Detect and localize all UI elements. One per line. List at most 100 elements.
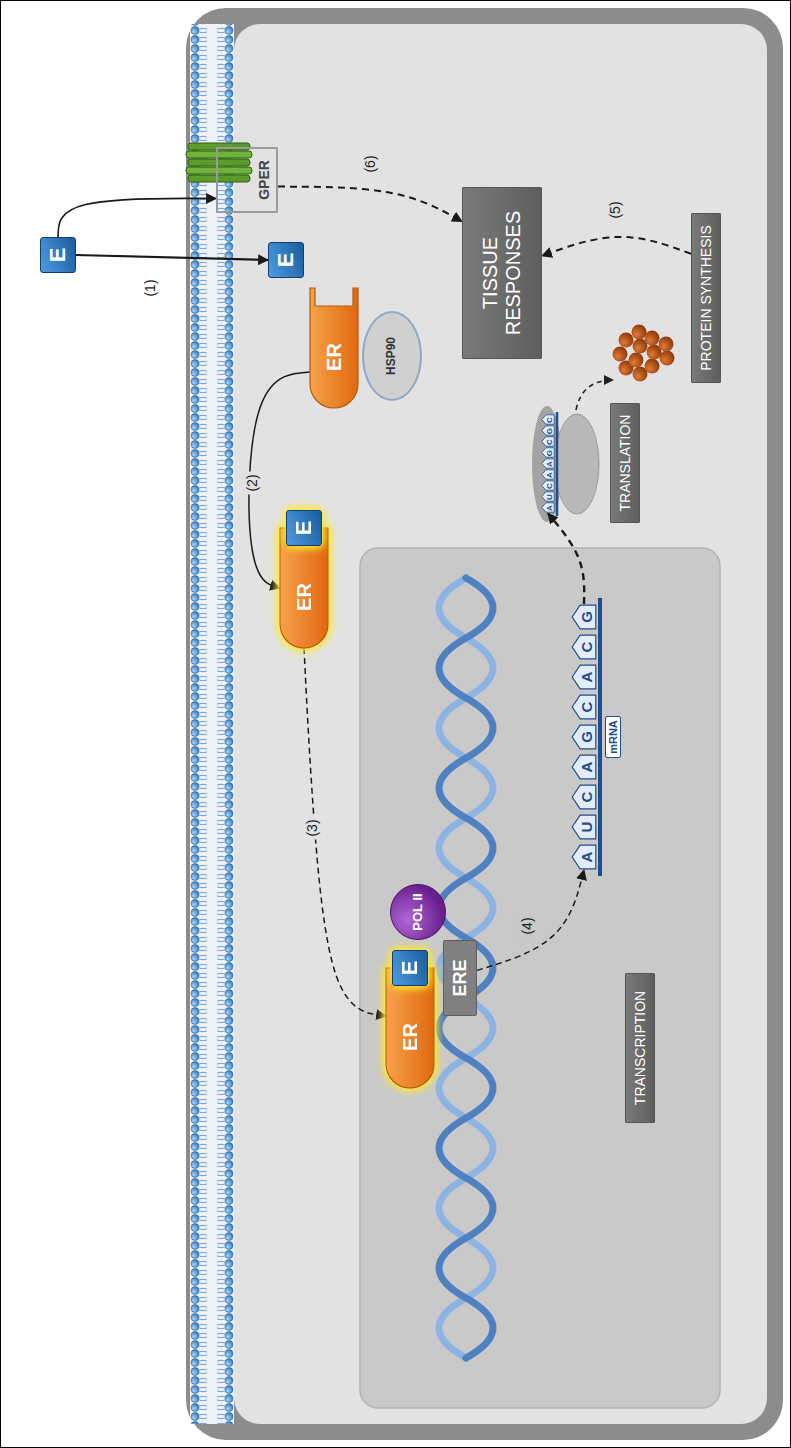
node-label: ER bbox=[399, 1023, 422, 1051]
estrogen-receptor: ER bbox=[280, 528, 328, 648]
amino-acid bbox=[613, 347, 628, 362]
callout-number: (4) bbox=[519, 914, 536, 937]
nucleotide-pentagon: G bbox=[571, 604, 597, 630]
node-label: C bbox=[545, 417, 554, 423]
node-label: ER bbox=[293, 583, 316, 611]
amino-acid bbox=[619, 333, 634, 348]
pentagon-body bbox=[542, 415, 554, 424]
process-box: TRANSLATION bbox=[610, 403, 640, 523]
node-label: U bbox=[578, 822, 595, 833]
connector-arrow bbox=[477, 870, 584, 970]
callout-number: (1) bbox=[142, 276, 159, 299]
ribosome-small-subunit bbox=[532, 406, 562, 522]
receptor-label-box: GPER bbox=[216, 147, 278, 213]
estrogen-receptor: ER bbox=[386, 968, 434, 1088]
pentagon-body bbox=[572, 845, 596, 869]
nucleotide-pentagon: G bbox=[541, 448, 555, 459]
pentagon-body bbox=[572, 635, 596, 659]
nucleotide-pentagon: A bbox=[571, 754, 597, 780]
pol-ii-circle: POL II bbox=[390, 884, 446, 940]
receptor-helix bbox=[188, 175, 250, 182]
dna-strand bbox=[439, 578, 493, 1358]
chaperone-ellipse: HSP90 bbox=[362, 311, 422, 401]
nucleotide-pentagon: G bbox=[571, 724, 597, 750]
pentagon-body bbox=[542, 470, 554, 479]
connector-arrow bbox=[304, 648, 386, 1016]
node-label: A bbox=[545, 472, 554, 478]
node-label: GPER bbox=[256, 160, 272, 200]
receptor-helix bbox=[186, 151, 252, 158]
node-label: G bbox=[545, 450, 554, 456]
node-label: A bbox=[578, 672, 595, 683]
nucleotide-pentagon: C bbox=[541, 437, 555, 448]
ligand-square: E bbox=[40, 237, 76, 273]
callout-number: (3) bbox=[304, 816, 321, 839]
node-label: U bbox=[545, 494, 554, 500]
connector-arrow bbox=[76, 255, 268, 260]
pentagon-body bbox=[572, 605, 596, 629]
lipid-bilayer bbox=[190, 24, 234, 1424]
pentagon-body bbox=[542, 426, 554, 435]
node-label: C bbox=[545, 439, 554, 445]
pentagon-body bbox=[542, 448, 554, 457]
pentagon-body bbox=[572, 755, 596, 779]
pentagon-body bbox=[572, 695, 596, 719]
node-label: TISSUE RESPONSES bbox=[479, 198, 525, 348]
strand-tag: mRNA bbox=[605, 716, 621, 758]
connector-arrow bbox=[278, 187, 462, 222]
node-label: A bbox=[545, 461, 554, 467]
nucleotide-pentagon: C bbox=[571, 784, 597, 810]
nucleotide-pentagon: C bbox=[541, 415, 555, 426]
nucleotide-pentagon: C bbox=[541, 481, 555, 492]
pentagon-body bbox=[572, 785, 596, 809]
node-label: G bbox=[578, 611, 595, 623]
node-label: E bbox=[45, 248, 70, 263]
node-label: C bbox=[545, 483, 554, 489]
amino-acid bbox=[629, 353, 644, 368]
pentagon-body bbox=[542, 492, 554, 501]
node-label: E bbox=[273, 253, 298, 268]
pentagon-body bbox=[572, 665, 596, 689]
nucleotide-pentagon: C bbox=[571, 694, 597, 720]
node-label: E bbox=[291, 521, 316, 536]
node-label: TRANSCRIPTION bbox=[632, 991, 648, 1105]
node-label: POL II bbox=[411, 893, 426, 930]
membrane-ground bbox=[190, 24, 234, 1424]
node-label: G bbox=[545, 428, 554, 434]
node-label: ER bbox=[323, 343, 346, 371]
amino-acid bbox=[645, 359, 660, 374]
node-label: mRNA bbox=[607, 720, 620, 754]
nucleotide-pentagon: A bbox=[541, 470, 555, 481]
callout-number: (6) bbox=[362, 152, 379, 175]
node-label: PROTEIN SYNTHESIS bbox=[698, 225, 714, 370]
receptor-helix bbox=[186, 167, 252, 174]
node-label: ERE bbox=[450, 960, 471, 997]
nucleotide-pentagon: A bbox=[571, 844, 597, 870]
nucleotide-pentagon: U bbox=[541, 492, 555, 503]
pentagon-body bbox=[542, 481, 554, 490]
connector-arrow bbox=[548, 514, 584, 605]
cell-wall bbox=[186, 8, 783, 1440]
nucleus bbox=[360, 548, 720, 1408]
synthesis-arrow bbox=[576, 380, 613, 410]
nucleotide-pentagon: A bbox=[571, 664, 597, 690]
pentagon-body bbox=[542, 459, 554, 468]
node-label: G bbox=[578, 731, 595, 743]
amino-acid bbox=[659, 337, 674, 352]
response-element-box: ERE bbox=[443, 940, 477, 1016]
mrna-backbone bbox=[556, 412, 559, 516]
process-box: PROTEIN SYNTHESIS bbox=[691, 213, 721, 383]
pentagon-body bbox=[572, 815, 596, 839]
receptor-body bbox=[386, 968, 434, 1088]
node-label: HSP90 bbox=[385, 337, 399, 375]
receptor-helix bbox=[188, 159, 250, 166]
node-label: C bbox=[578, 702, 595, 713]
estrogen-receptor: ER bbox=[310, 288, 358, 408]
nucleotide-pentagon: U bbox=[571, 814, 597, 840]
node-label: A bbox=[545, 505, 554, 511]
amino-acid bbox=[660, 351, 675, 366]
node-label: C bbox=[578, 642, 595, 653]
process-box: TISSUE RESPONSES bbox=[462, 187, 542, 359]
nucleotide-pentagon: A bbox=[541, 503, 555, 514]
